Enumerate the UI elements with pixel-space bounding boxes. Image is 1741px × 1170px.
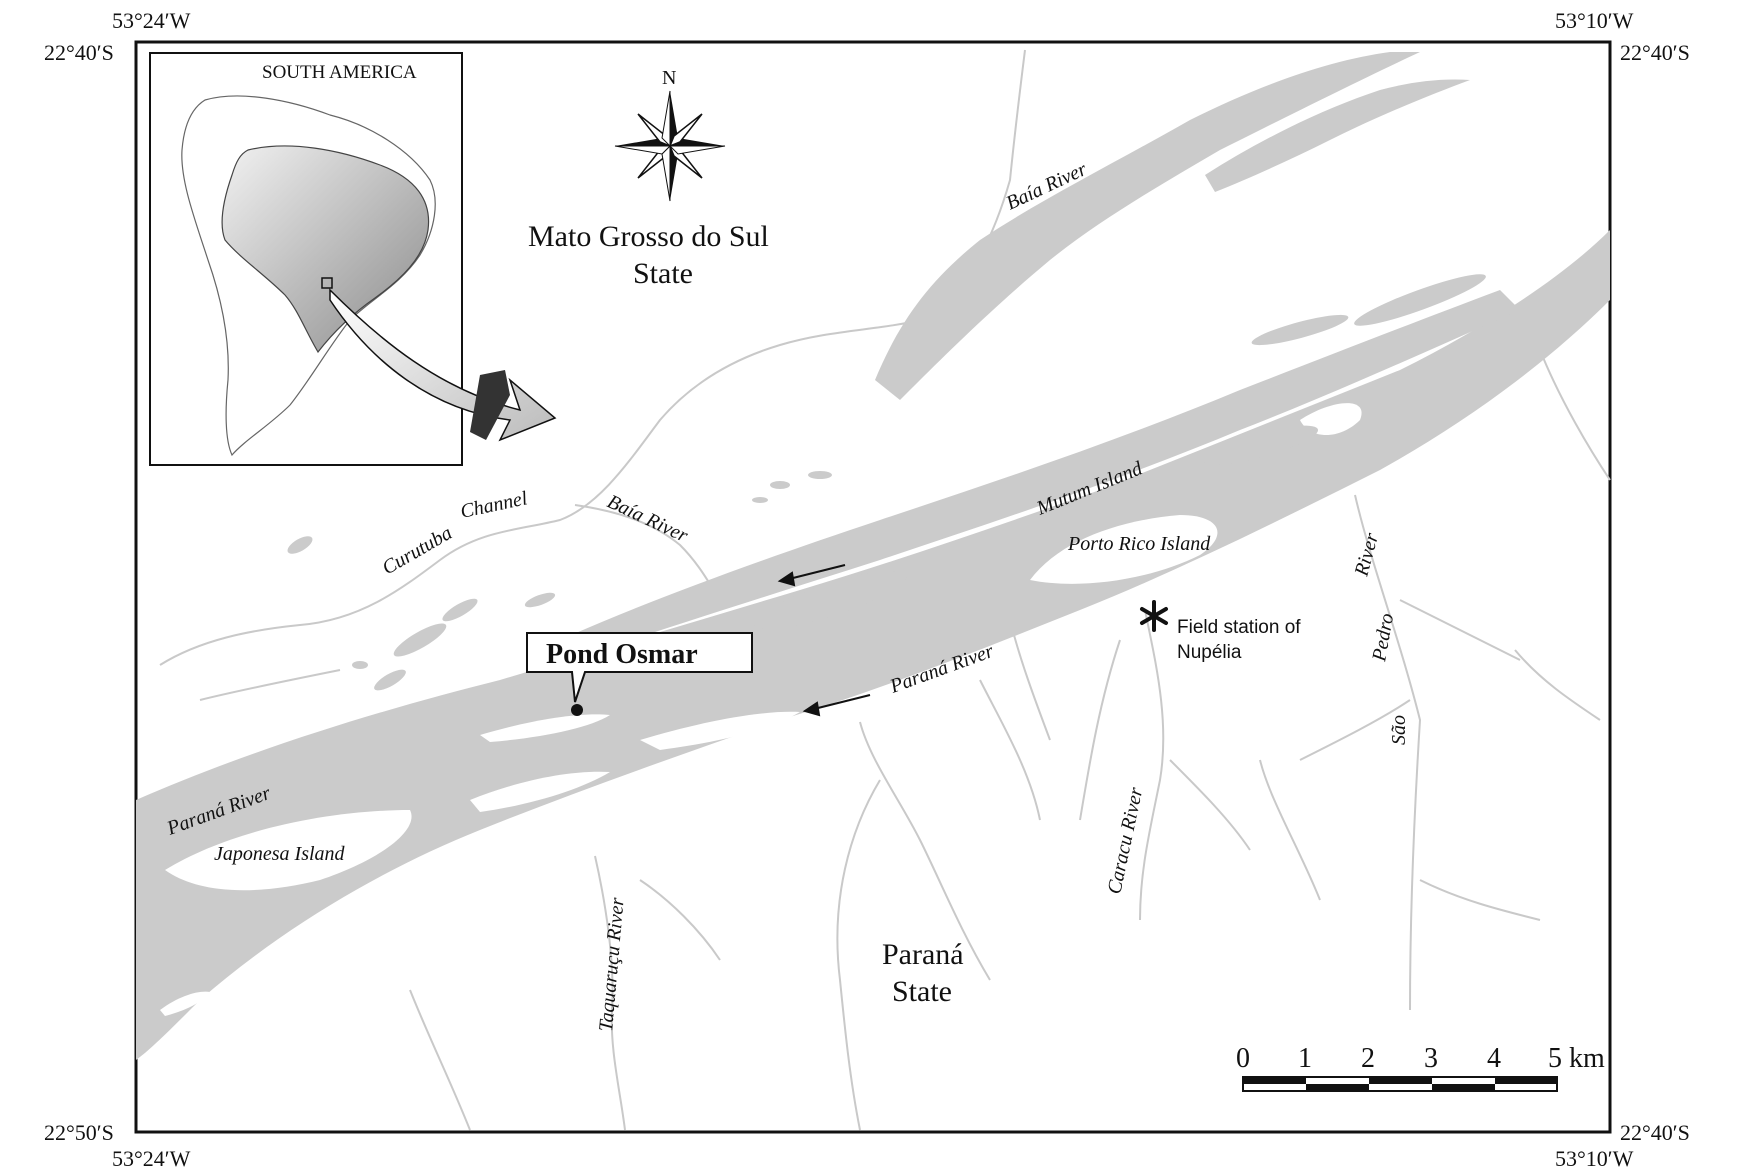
field-station-label-2: Nupélia — [1177, 642, 1242, 663]
study-area-marker — [321, 277, 333, 289]
compass-rose: N — [614, 67, 726, 202]
scale-tick-4: 4 — [1487, 1043, 1501, 1074]
mutum-island — [1300, 403, 1362, 435]
japonesa-island-label: Japonesa Island — [214, 843, 346, 865]
baia-lake-ne — [1205, 79, 1470, 192]
japonesa-island — [165, 810, 412, 891]
mato-grosso-label-1: Mato Grosso do Sul — [528, 220, 769, 253]
scale-tick-1: 1 — [1298, 1043, 1312, 1074]
coord-bottom-left-lon: 53°24′W — [112, 1146, 191, 1170]
field-station-label-1: Field station of — [1177, 617, 1301, 638]
field-station-marker — [1140, 600, 1168, 632]
coord-bottom-right-lat: 22°40′S — [1620, 1120, 1690, 1145]
tributary-streams — [409, 349, 1611, 1131]
scale-tick-5: 5 km — [1548, 1043, 1605, 1074]
parana-state-label-2: State — [892, 975, 952, 1008]
coord-top-left-lon: 53°24′W — [112, 8, 191, 33]
pond-osmar-label: Pond Osmar — [546, 639, 698, 670]
parana-river-main — [136, 230, 1610, 1060]
pond-osmar-callout: Pond Osmar — [526, 632, 753, 716]
brazil-shape — [221, 145, 430, 354]
coord-top-right-lon: 53°10′W — [1555, 8, 1634, 33]
inset-map: SOUTH AMERICA — [149, 52, 557, 466]
porto-rico-island — [1030, 515, 1218, 584]
flow-arrows — [777, 564, 871, 717]
inset-arrow — [329, 288, 557, 442]
mato-grosso-label-2: State — [633, 257, 693, 290]
pond-osmar-point — [571, 704, 583, 716]
sao-label: São — [1388, 715, 1410, 745]
scale-tick-0: 0 — [1236, 1043, 1250, 1074]
coord-top-left-lat: 22°40′S — [44, 40, 114, 65]
inset-title: SOUTH AMERICA — [262, 62, 417, 83]
coord-bottom-right-lon: 53°10′W — [1555, 1146, 1634, 1170]
scale-bar: 0 1 2 3 4 5 km — [1236, 1043, 1605, 1092]
parana-state-label-1: Paraná — [882, 938, 964, 971]
floodplain-lakes — [287, 274, 1486, 691]
parana-north-arm — [560, 290, 1520, 660]
baia-river-north — [875, 52, 1420, 400]
north-label: N — [662, 67, 676, 89]
coord-bottom-left-lat: 22°50′S — [44, 1120, 114, 1145]
coord-top-right-lat: 22°40′S — [1620, 40, 1690, 65]
scale-tick-2: 2 — [1361, 1043, 1375, 1074]
scale-tick-3: 3 — [1424, 1043, 1438, 1074]
porto-rico-island-label: Porto Rico Island — [1067, 533, 1211, 555]
islands — [160, 403, 1362, 1016]
